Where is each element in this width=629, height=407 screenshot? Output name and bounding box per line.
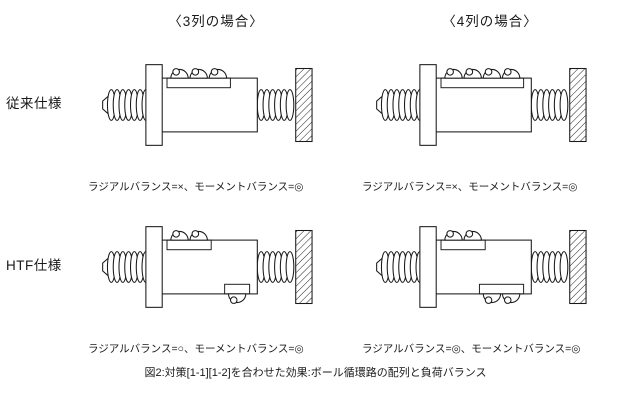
figure-caption: 図2:対策[1-1][1-2]を合わせた効果:ボール循環路の配列と負荷バランス — [144, 367, 487, 379]
balance-caption-conventional-3col: ラジアルバランス=×、モーメントバランス=◎ — [88, 181, 304, 193]
cell-conventional-3col: ラジアルバランス=×、モーメントバランス=◎ — [80, 32, 352, 194]
ballscrew-diagram-conventional-4col — [376, 64, 587, 146]
balance-caption-conventional-4col: ラジアルバランス=×、モーメントバランス=◎ — [362, 181, 578, 193]
ballscrew-diagram-conventional-3col — [102, 64, 313, 146]
cell-conventional-4col: ラジアルバランス=×、モーメントバランス=◎ — [354, 32, 626, 194]
column-header-4col: 〈4列の場合〉 — [442, 14, 538, 29]
cell-htf-3col: ラジアルバランス=○、モーメントバランス=◎ — [80, 194, 352, 356]
ballscrew-diagram-htf-4col — [376, 226, 587, 308]
balance-caption-htf-3col: ラジアルバランス=○、モーメントバランス=◎ — [88, 343, 304, 355]
figure-grid: 〈3列の場合〉 〈4列の場合〉 従来仕様 ラジアルバランス=×、モーメントバラン… — [6, 6, 625, 356]
header-spacer — [6, 6, 78, 32]
row-label-conventional: 従来仕様 — [6, 96, 62, 111]
cell-htf-4col: ラジアルバランス=◎、モーメントバランス=◎ — [354, 194, 626, 356]
column-header-3col: 〈3列の場合〉 — [168, 14, 264, 29]
row-label-htf: HTF仕様 — [6, 258, 62, 273]
balance-caption-htf-4col: ラジアルバランス=◎、モーメントバランス=◎ — [362, 343, 581, 355]
ballscrew-diagram-htf-3col — [102, 226, 313, 308]
